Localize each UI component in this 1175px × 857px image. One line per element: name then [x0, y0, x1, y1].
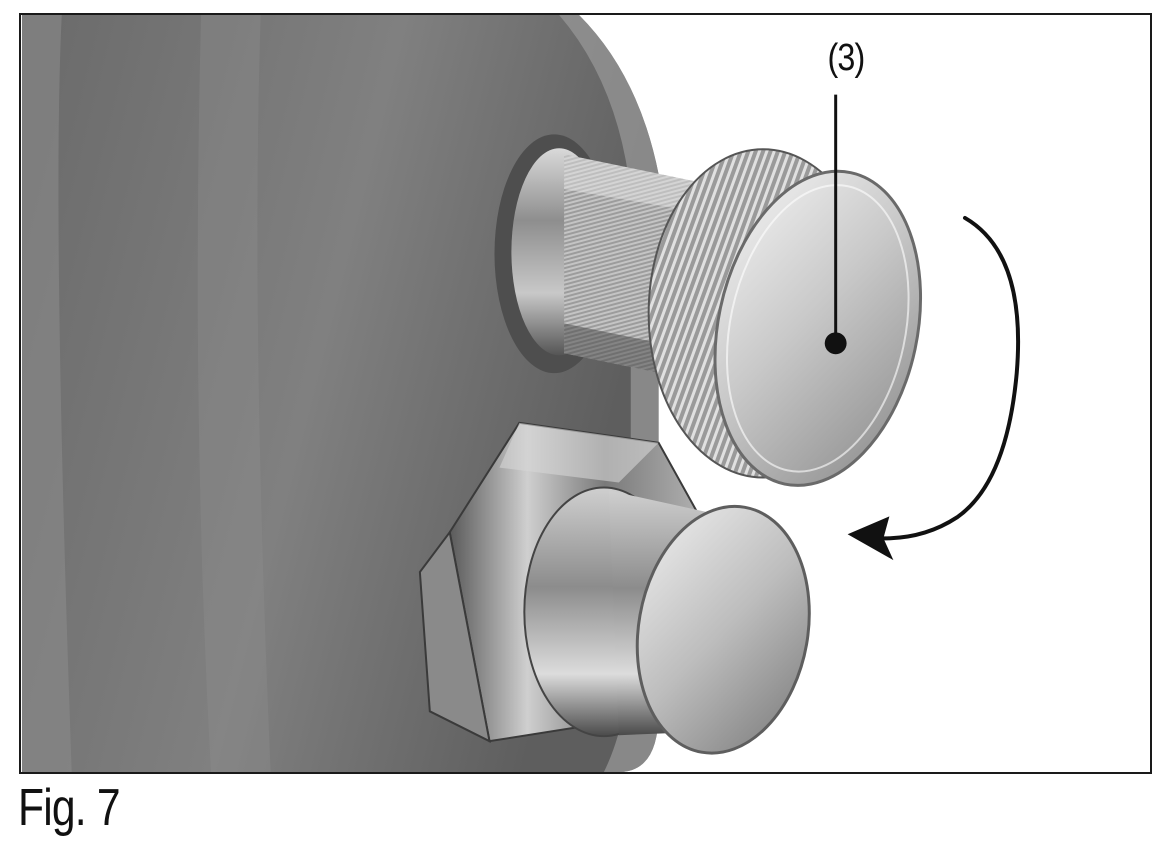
- figure-photo-frame: (3): [19, 13, 1152, 774]
- callout-dot-icon: [824, 332, 847, 355]
- callout-leader: [824, 94, 847, 355]
- figure-caption: Fig. 7: [18, 779, 121, 837]
- callout-label-3: (3): [827, 37, 866, 79]
- rotation-arrow-icon: [847, 215, 1021, 561]
- product-photo: [21, 15, 923, 772]
